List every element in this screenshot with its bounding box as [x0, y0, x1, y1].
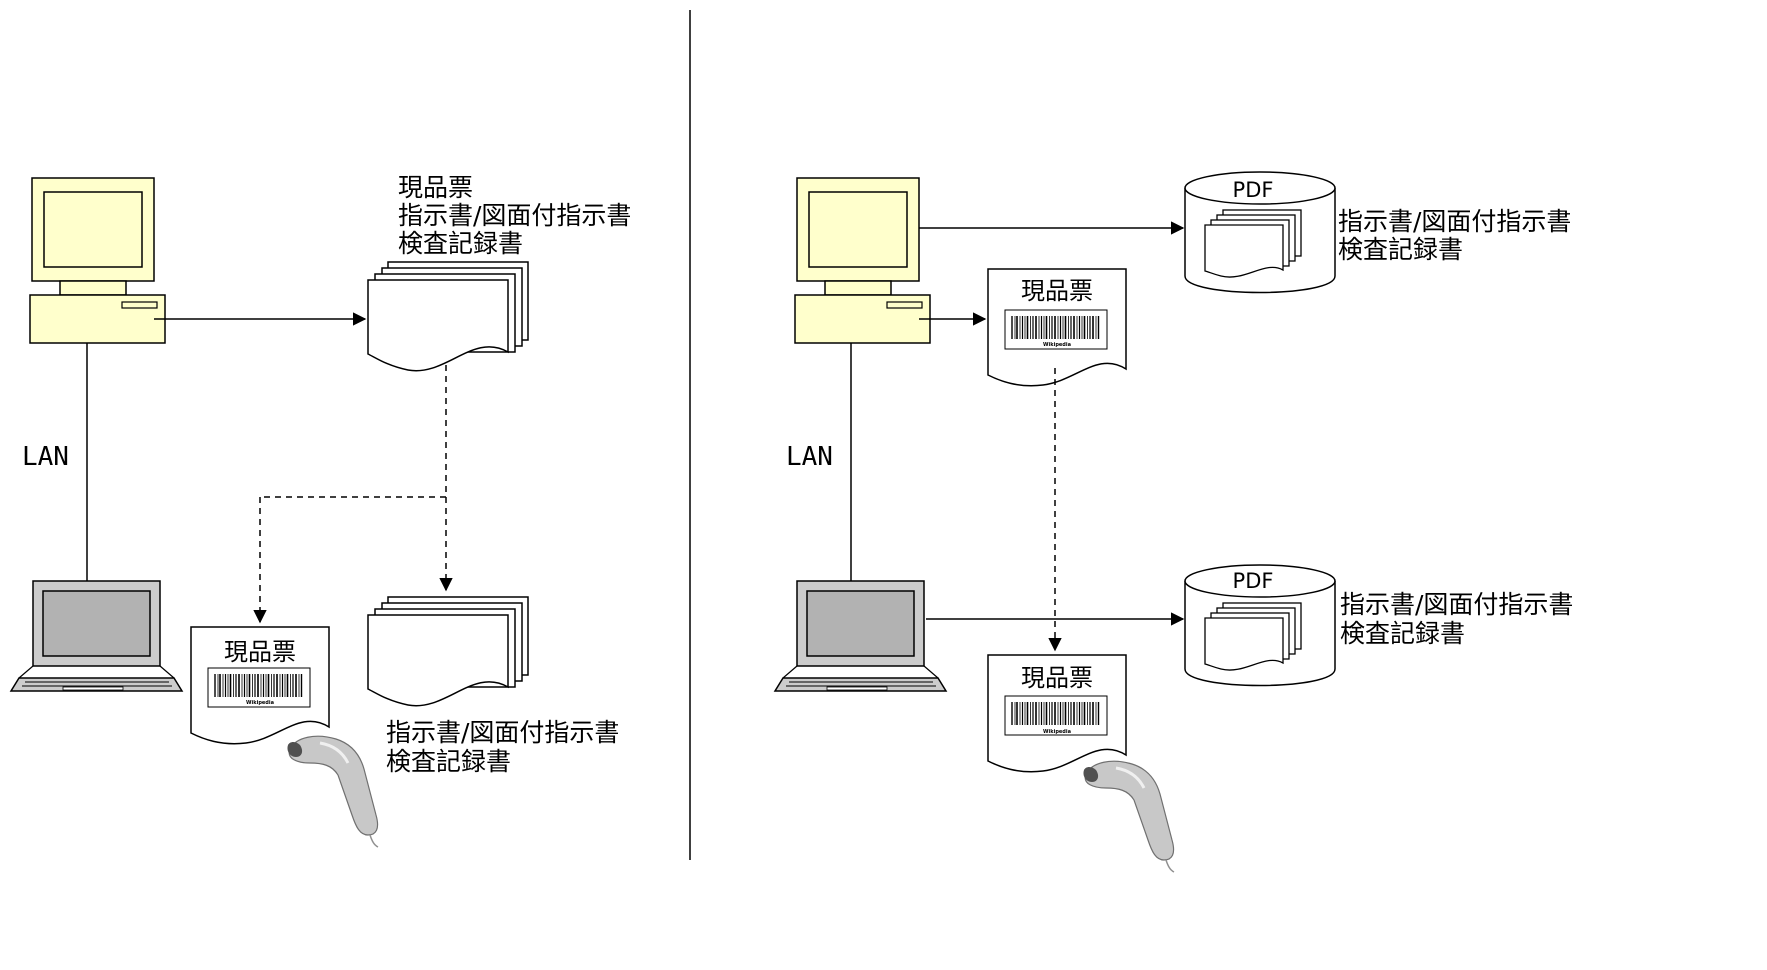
doc-stack-label-line-3: 検査記録書 — [398, 229, 523, 258]
barcode-tag-icon: 現品票 Wikipedia — [987, 268, 1127, 387]
desktop-pc-icon — [794, 177, 931, 344]
tag-title: 現品票 — [1021, 664, 1093, 692]
right-panel: LAN PDF 指示書/図面付指示書 検査記録書 現品票 Wikipedia P… — [774, 171, 1573, 874]
lan-label: LAN — [22, 442, 69, 472]
doc-stack-label-line-1: 現品票 — [398, 173, 473, 202]
tag-title: 現品票 — [224, 638, 296, 666]
document-stack-icon — [367, 596, 529, 707]
pdf-bottom-label-line-2: 検査記録書 — [1340, 619, 1465, 648]
document-stack-icon — [367, 261, 529, 372]
barcode-scanner-icon — [285, 734, 380, 849]
pdf-title: PDF — [1233, 178, 1274, 202]
tag-barcode-text: Wikipedia — [1043, 342, 1071, 348]
bottom-stack-label-line-1: 指示書/図面付指示書 — [386, 718, 619, 747]
pdf-top-label-line-2: 検査記録書 — [1338, 235, 1463, 264]
tag-title: 現品票 — [1021, 277, 1093, 305]
barcode-tag-icon: 現品票 Wikipedia — [190, 626, 330, 745]
tag-barcode-text: Wikipedia — [1043, 729, 1071, 735]
tag-barcode-text: Wikipedia — [246, 700, 274, 706]
distribution-dashed-lines — [253, 365, 453, 624]
lan-label: LAN — [786, 442, 833, 472]
pdf-database-icon: PDF — [1184, 564, 1336, 687]
barcode-tag-icon: 現品票 Wikipedia — [987, 654, 1127, 773]
pdf-database-icon: PDF — [1184, 171, 1336, 294]
laptop-icon — [10, 580, 183, 692]
doc-stack-label-line-2: 指示書/図面付指示書 — [398, 201, 631, 230]
left-panel: LAN 現品票 指示書/図面付指示書 検査記録書 現品票 Wikipedia 指… — [10, 173, 631, 849]
pdf-bottom-label-line-1: 指示書/図面付指示書 — [1340, 590, 1573, 619]
pdf-title: PDF — [1233, 569, 1274, 593]
laptop-icon — [774, 580, 947, 692]
pdf-top-label-line-1: 指示書/図面付指示書 — [1338, 207, 1571, 236]
bottom-stack-label-line-2: 検査記録書 — [386, 747, 511, 776]
desktop-pc-icon — [29, 177, 166, 344]
barcode-scanner-icon — [1081, 759, 1176, 874]
